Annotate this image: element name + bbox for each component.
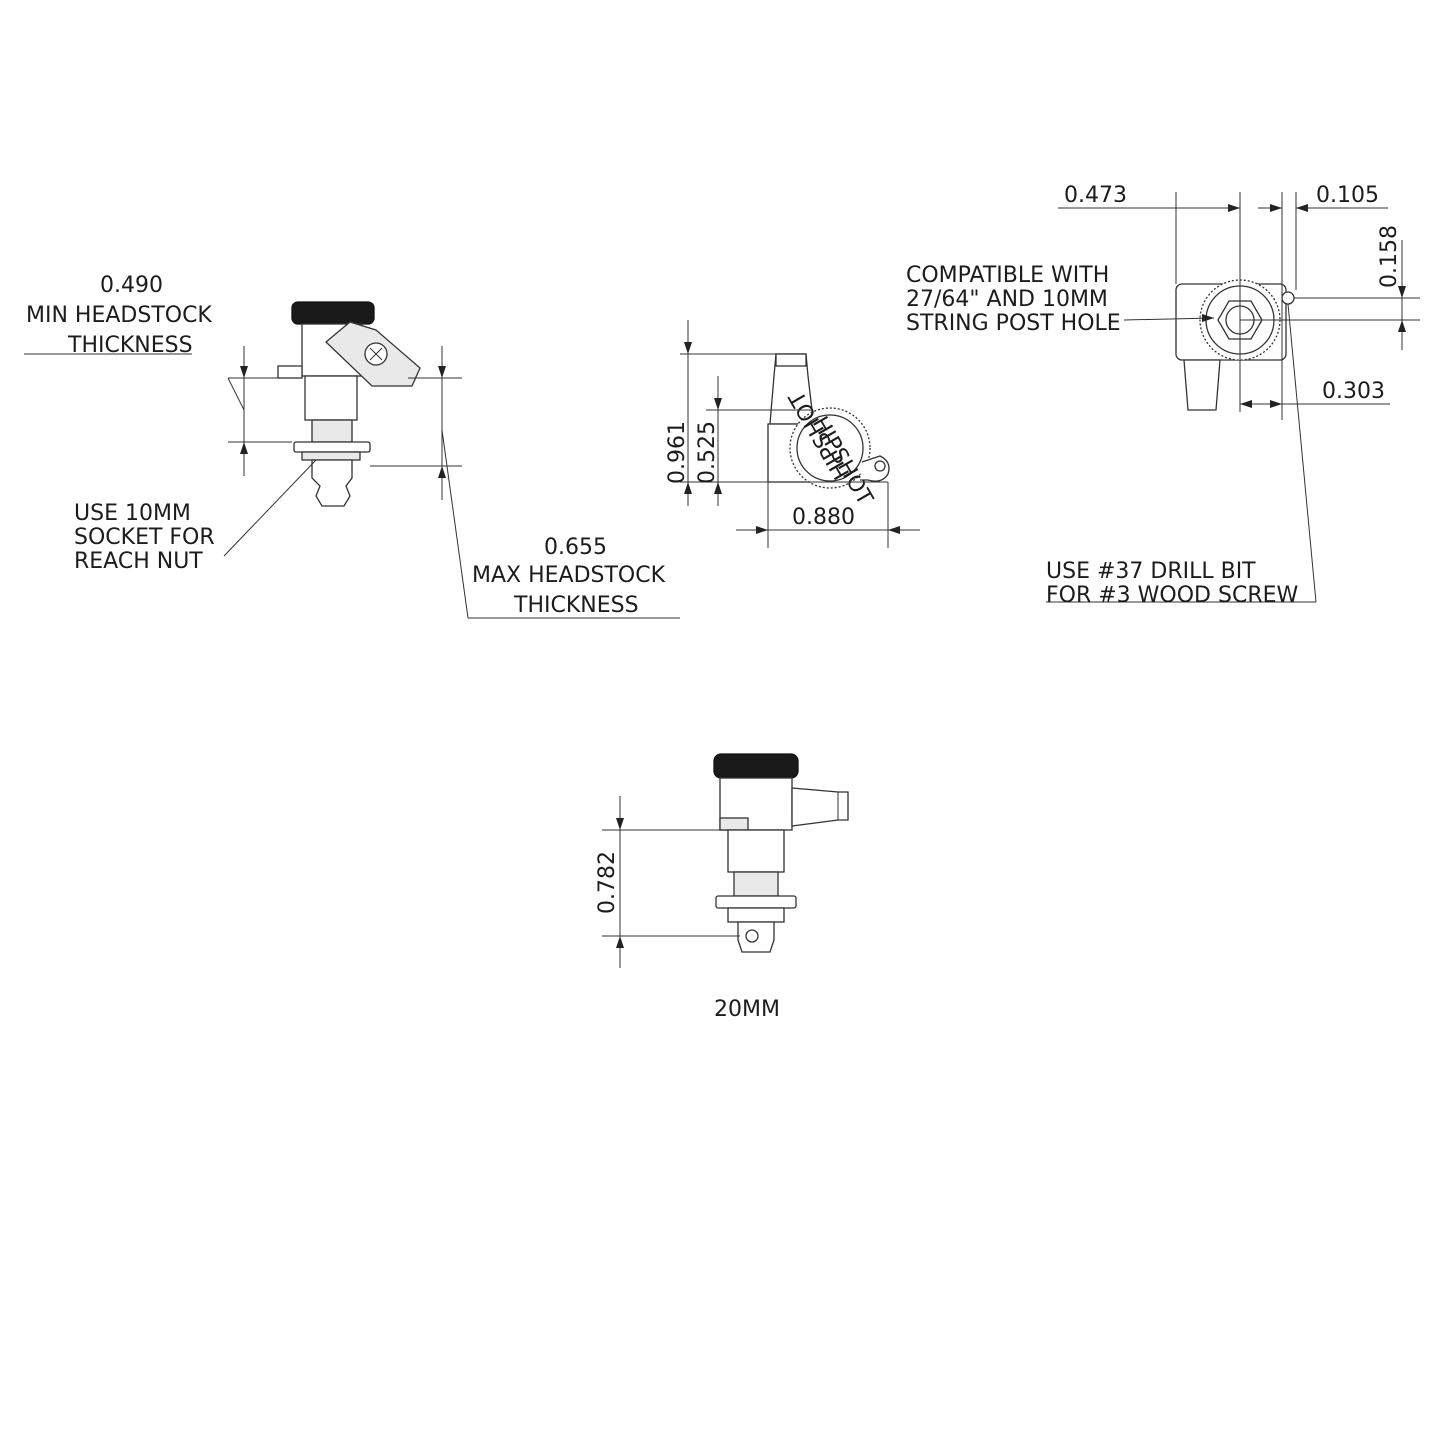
bottom-view-tuner [713,753,849,953]
max-thickness-label-line2: THICKNESS [513,593,639,618]
back-width: 0.473 [1064,183,1127,208]
side-view-tuner [277,301,421,507]
front-height-total: 0.961 [665,421,690,484]
arrow-right-icon [1270,400,1282,408]
arrow-left-icon [1240,400,1252,408]
min-thickness-value: 0.490 [100,273,163,298]
drill-note-line2: FOR #3 WOOD SCREW [1046,583,1299,608]
arrow-up-icon [714,398,722,410]
socket-note-line3: REACH NUT [74,549,203,574]
min-thickness-label-line2: THICKNESS [67,333,193,358]
front-view-tuner: HIPSHOT HIPSHOT [767,353,890,510]
string-hole-icon [745,929,759,943]
back-offset: 0.105 [1316,183,1379,208]
arrow-right-icon [1228,204,1240,212]
front-width: 0.880 [792,505,855,530]
max-thickness-value: 0.655 [544,535,607,560]
arrow-up-icon [438,466,446,478]
compat-note-line2: 27/64" AND 10MM [906,287,1108,312]
arrow-down-icon [240,366,248,378]
front-view: HIPSHOT HIPSHOT 0.961 0.525 0.880 [665,320,920,548]
size-caption: 20MM [714,997,780,1022]
arrow-up-icon [684,342,692,354]
arrow-down-icon [714,482,722,494]
arrow-left-icon [756,526,768,534]
socket-note-line1: USE 10MM [74,501,191,526]
compat-note-line1: COMPATIBLE WITH [906,263,1109,288]
max-thickness-label-line1: MAX HEADSTOCK [472,563,666,588]
drill-note-line1: USE #37 DRILL BIT [1046,559,1256,584]
compat-note-line3: STRING POST HOLE [906,311,1121,336]
arrow-right-icon [888,526,900,534]
arrow-down-icon [1398,286,1406,298]
side-view: 0.490 MIN HEADSTOCK THICKNESS USE 10MM S… [24,273,680,619]
arrow-left-icon [1296,204,1308,212]
min-thickness-label-line1: MIN HEADSTOCK [26,303,212,328]
arrow-up-icon [616,936,624,948]
arrow-up-icon [240,442,248,454]
front-height-center: 0.525 [695,421,720,484]
arrow-down-icon [684,482,692,494]
back-view: 0.473 0.105 0.158 0.303 COMPATIBLE WITH … [906,183,1420,608]
arrow-right-icon [1270,204,1282,212]
arrow-up-icon [1398,320,1406,332]
back-screw-offset: 0.303 [1322,379,1385,404]
back-vertical: 0.158 [1377,225,1402,288]
arrow-down-icon [616,818,624,830]
back-view-tuner [1175,279,1295,411]
socket-note-line2: SOCKET FOR [74,525,215,550]
bottom-height: 0.782 [595,851,620,914]
bottom-view: 0.782 20MM [595,753,849,1022]
arrow-down-icon [438,366,446,378]
